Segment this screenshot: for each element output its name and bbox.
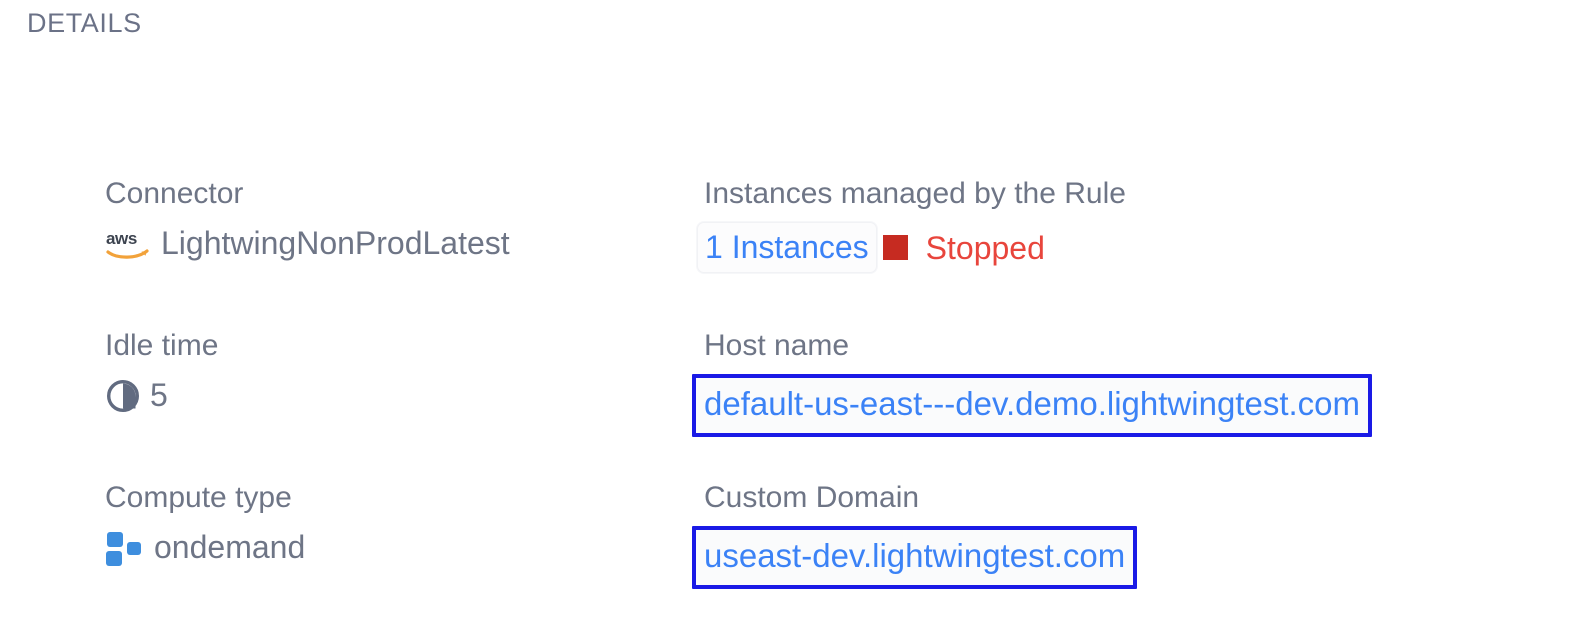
idle-time-value: 5: [150, 377, 168, 413]
details-row-2: Idle time 5 Host name default-us-east---…: [0, 327, 1596, 479]
pie-clock-icon: [105, 378, 141, 414]
details-grid: Connector aws LightwingNonProdLatest Ins…: [0, 175, 1596, 631]
field-custom-domain: Custom Domain useast-dev.lightwingtest.c…: [692, 479, 1584, 589]
instances-value-row: 1 Instances Stopped: [697, 222, 1584, 273]
field-instances: Instances managed by the Rule 1 Instance…: [697, 175, 1584, 273]
connector-value-row: aws LightwingNonProdLatest: [105, 222, 665, 264]
svg-text:aws: aws: [106, 229, 137, 248]
idle-time-label: Idle time: [105, 329, 219, 362]
instance-status-text: Stopped: [925, 229, 1045, 266]
aws-logo-icon: aws: [105, 225, 151, 263]
compute-type-value-row: ondemand: [105, 526, 665, 568]
host-name-highlight-box: default-us-east---dev.demo.lightwingtest…: [692, 374, 1373, 437]
details-row-3: Compute type ondemand Custom Domain usea…: [0, 479, 1596, 631]
host-name-link[interactable]: default-us-east---dev.demo.lightwingtest…: [704, 385, 1361, 422]
custom-domain-highlight-box: useast-dev.lightwingtest.com: [692, 526, 1138, 589]
connector-value: LightwingNonProdLatest: [161, 225, 510, 261]
instance-status-badge: Stopped: [882, 227, 1045, 269]
host-name-label: Host name: [704, 329, 850, 362]
custom-domain-value-row: useast-dev.lightwingtest.com: [692, 526, 1584, 589]
instances-label: Instances managed by the Rule: [704, 177, 1126, 210]
field-host-name: Host name default-us-east---dev.demo.lig…: [692, 327, 1584, 437]
custom-domain-link[interactable]: useast-dev.lightwingtest.com: [704, 537, 1126, 574]
page-title: DETAILS: [27, 8, 142, 38]
compute-squares-icon: [105, 530, 145, 568]
details-row-1: Connector aws LightwingNonProdLatest Ins…: [0, 175, 1596, 327]
idle-time-value-row: 5: [105, 374, 665, 416]
instances-count-link[interactable]: 1 Instances: [697, 222, 877, 273]
stopped-square-icon: [882, 235, 908, 260]
compute-type-label: Compute type: [105, 481, 292, 514]
host-name-value-row: default-us-east---dev.demo.lightwingtest…: [692, 374, 1584, 437]
field-connector: Connector aws LightwingNonProdLatest: [105, 175, 665, 264]
connector-label: Connector: [105, 177, 244, 210]
compute-type-value: ondemand: [154, 529, 306, 565]
field-idle-time: Idle time 5: [105, 327, 665, 416]
field-compute-type: Compute type ondemand: [105, 479, 665, 568]
custom-domain-label: Custom Domain: [704, 481, 920, 514]
